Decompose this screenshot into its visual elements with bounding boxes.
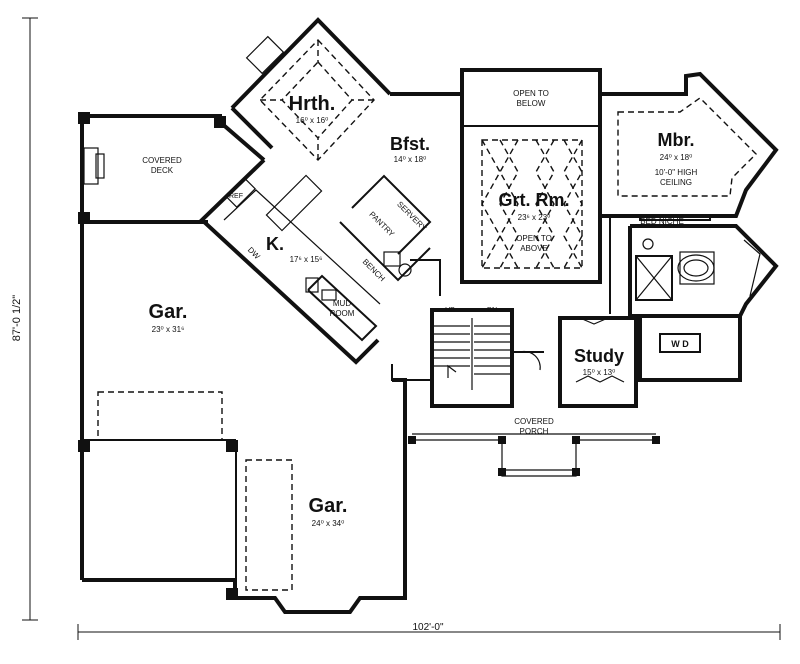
stairs-up-label: UP (445, 307, 455, 314)
porch-post (498, 436, 506, 444)
open-above-label: OPEN TO (516, 234, 552, 243)
dimension-lines (22, 17, 781, 640)
depth-dimension: 87'-0 1/2" (11, 295, 23, 341)
master-bedroom: BED NICHE (600, 71, 779, 314)
open-below-label: BELOW (517, 99, 546, 108)
study-size: 15⁰ x 13⁰ (583, 368, 616, 377)
hearth-room-name: Hrth. (289, 93, 336, 115)
mud-room-label: MUD (333, 299, 351, 308)
deck-post (214, 116, 226, 128)
stairs (391, 308, 514, 408)
stairs-down-label: DN (487, 307, 497, 314)
width-dimension: 102'-0" (412, 622, 443, 633)
open-above-label: ABOVE (520, 244, 548, 253)
bench-label: BENCH (361, 257, 387, 283)
garage-post (226, 440, 238, 452)
study (558, 316, 638, 408)
pantry-label: PANTRY (367, 210, 396, 239)
breakfast-name: Bfst. (390, 134, 430, 154)
kitchen-area (199, 158, 381, 365)
dw-label: DW (246, 245, 262, 261)
master-bedroom-name: Mbr. (657, 130, 694, 150)
great-room (460, 68, 602, 284)
garage-post (78, 440, 90, 452)
kitchen-size: 17⁶ x 15⁶ (290, 255, 323, 264)
laundry (638, 316, 742, 382)
master-bath (628, 224, 779, 318)
porch-post (498, 468, 506, 476)
covered-deck-label: DECK (151, 166, 174, 175)
covered-deck-label: COVERED (142, 156, 182, 165)
study-name: Study (574, 346, 624, 366)
covered-porch-label: PORCH (520, 427, 549, 436)
deck-post (78, 212, 90, 224)
pantry-servery (339, 92, 460, 296)
great-room-size: 23⁶ x 23⁰ (518, 213, 551, 222)
garage-walls (80, 116, 407, 614)
garage-bottom-name: Gar. (309, 495, 348, 517)
garage-bottom-size: 24⁰ x 34⁰ (312, 519, 345, 528)
porch-post (572, 436, 580, 444)
entry-walls (392, 350, 652, 420)
covered-porch-label: COVERED (514, 417, 554, 426)
porch-post (652, 436, 660, 444)
master-bedroom-note: CEILING (660, 178, 692, 187)
open-below-label: OPEN TO (513, 89, 549, 98)
garage-top-size: 23⁰ x 31⁶ (152, 325, 185, 334)
master-bedroom-size: 24⁰ x 18⁰ (660, 153, 693, 162)
ref-label: REF (229, 193, 243, 200)
great-room-name: Grt. Rm. (498, 190, 569, 210)
kitchen-name: K. (266, 234, 284, 254)
bed-niche-label: BED NICHE (640, 217, 684, 226)
covered-porch (412, 433, 656, 477)
washer-dryer-label: W D (671, 339, 689, 349)
deck-post (78, 112, 90, 124)
porch-post (408, 436, 416, 444)
garage-post (226, 588, 238, 600)
mud-room-label: ROOM (330, 309, 355, 318)
hearth-room-size: 16⁰ x 16⁰ (296, 116, 329, 125)
garage-top-name: Gar. (149, 301, 188, 323)
breakfast-size: 14⁰ x 18⁰ (394, 155, 427, 164)
master-bedroom-note: 10'-0" HIGH (655, 168, 698, 177)
porch-post (572, 468, 580, 476)
hearth-room (230, 17, 392, 162)
